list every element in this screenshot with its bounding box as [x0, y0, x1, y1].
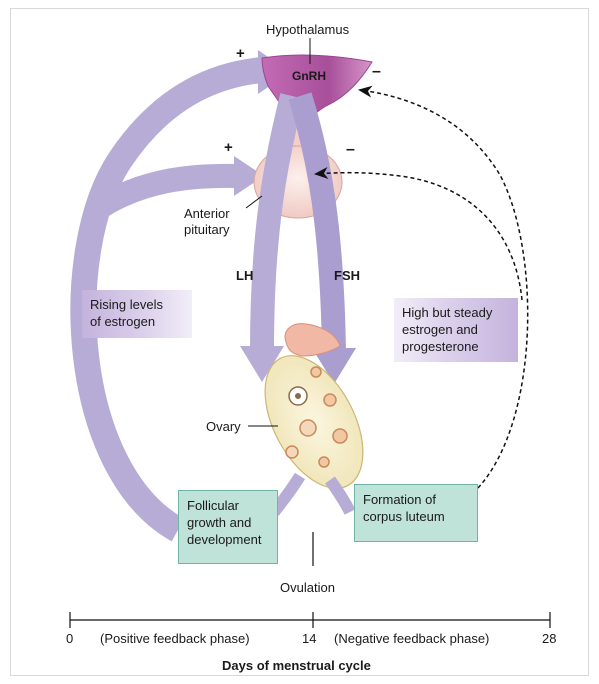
minus-sign-mid: –: [346, 142, 355, 158]
timeline-axis: [70, 612, 550, 628]
rising-estrogen-box: Rising levels of estrogen: [82, 290, 192, 338]
arrow-fsh: [300, 96, 334, 352]
dashed-feedback-to-hypothalamus: [360, 90, 528, 488]
follicular-line3: development: [187, 531, 269, 548]
plus-sign-top: +: [236, 46, 245, 62]
timeline-title: Days of menstrual cycle: [222, 658, 371, 674]
timeline-start-label: 0: [66, 631, 73, 647]
ovary-label: Ovary: [206, 419, 241, 435]
follicular-line1: Follicular: [187, 497, 269, 514]
anterior-pituitary-label-line1: Anterior: [184, 206, 230, 222]
corpus-luteum-line1: Formation of: [363, 491, 469, 508]
timeline-positive-phase-label: (Positive feedback phase): [100, 631, 250, 647]
hypothalamus-label: Hypothalamus: [266, 22, 349, 38]
ovulation-label: Ovulation: [280, 580, 335, 596]
follicular-box: Follicular growth and development: [178, 490, 278, 564]
high-steady-line2: estrogen and: [402, 321, 510, 338]
rising-estrogen-line2: of estrogen: [90, 313, 184, 330]
corpus-luteum-line2: corpus luteum: [363, 508, 469, 525]
arrow-lh: [262, 96, 292, 350]
high-steady-line1: High but steady: [402, 304, 510, 321]
timeline-end-label: 28: [542, 631, 556, 647]
gnrh-label: GnRH: [292, 68, 326, 84]
rising-estrogen-line1: Rising levels: [90, 296, 184, 313]
lh-label: LH: [236, 268, 253, 284]
corpus-luteum-box: Formation of corpus luteum: [354, 484, 478, 542]
high-steady-line3: progesterone: [402, 338, 510, 355]
plus-sign-mid: +: [224, 140, 233, 156]
high-steady-box: High but steady estrogen and progesteron…: [394, 298, 518, 362]
anterior-pituitary-label-line2: pituitary: [184, 222, 230, 238]
fsh-label: FSH: [334, 268, 360, 284]
follicular-line2: growth and: [187, 514, 269, 531]
timeline-negative-phase-label: (Negative feedback phase): [334, 631, 489, 647]
timeline-mid-label: 14: [302, 631, 316, 647]
minus-sign-top: –: [372, 64, 381, 80]
